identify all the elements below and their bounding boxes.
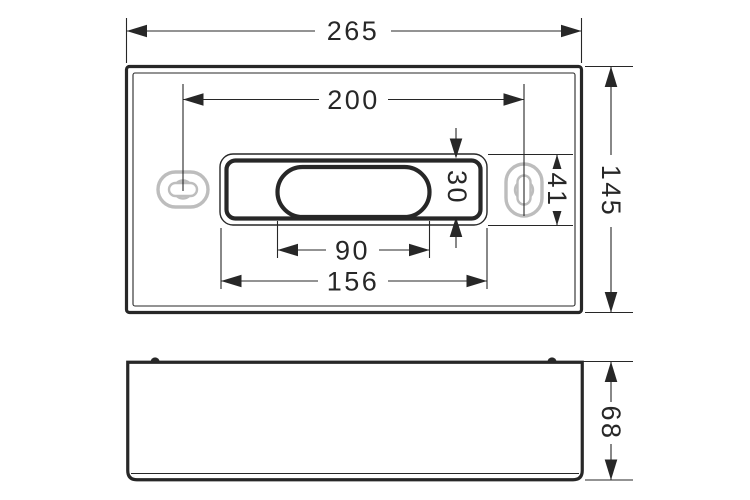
- dim-overall-depth-value: 145: [596, 165, 626, 218]
- arrow-down-icon: [604, 292, 618, 313]
- dim-recess-height: 41: [488, 153, 573, 227]
- arrow-down-icon: [604, 459, 618, 480]
- arrow-left-icon: [183, 93, 204, 106]
- arrow-up-icon: [604, 66, 618, 87]
- dim-overall-width-value: 265: [327, 16, 380, 46]
- arrow-up-icon: [604, 361, 618, 382]
- label-mask: [319, 88, 388, 112]
- dim-opening-width: 90: [276, 221, 431, 266]
- arrow-left-icon: [221, 274, 242, 288]
- dim-recess-width: 156: [220, 228, 488, 297]
- arrow-right-icon: [503, 93, 524, 106]
- arrow-up-icon: [449, 217, 463, 237]
- label-mask: [326, 238, 379, 262]
- screw-bump-left: [150, 357, 160, 362]
- front-view: [126, 357, 584, 482]
- slot-recess-outer: [219, 153, 488, 226]
- dim-overall-height: 68: [558, 360, 633, 481]
- arrow-right-icon: [409, 243, 430, 257]
- arrow-right-icon: [561, 24, 582, 38]
- top-view-outer-edge: [124, 64, 584, 315]
- dim-opening-height-value: 30: [442, 170, 472, 205]
- label-mask: [598, 402, 624, 444]
- front-view-outline: [126, 360, 584, 482]
- top-view-inner-edge: [132, 72, 576, 307]
- dim-overall-depth: 145: [585, 65, 633, 314]
- dim-hole-spacing: 200: [182, 84, 525, 216]
- label-mask: [545, 169, 570, 211]
- arrow-right-icon: [466, 274, 487, 288]
- dim-overall-height-value: 68: [596, 405, 626, 440]
- dim-opening-height: 30: [442, 128, 472, 248]
- screw-bump-right: [547, 357, 557, 362]
- arrow-down-icon: [449, 138, 463, 159]
- dim-opening-width-value: 90: [335, 236, 370, 266]
- arrow-left-icon: [277, 243, 298, 257]
- label-mask: [315, 19, 391, 43]
- dim-recess-width-value: 156: [327, 267, 380, 297]
- dim-recess-height-value: 41: [542, 172, 572, 207]
- arrow-left-icon: [126, 24, 147, 38]
- tissue-opening: [275, 164, 432, 220]
- dim-overall-width: 265: [125, 16, 583, 63]
- dim-hole-spacing-value: 200: [327, 85, 380, 115]
- top-view: [124, 64, 584, 315]
- label-mask: [598, 155, 624, 227]
- label-mask: [318, 269, 388, 293]
